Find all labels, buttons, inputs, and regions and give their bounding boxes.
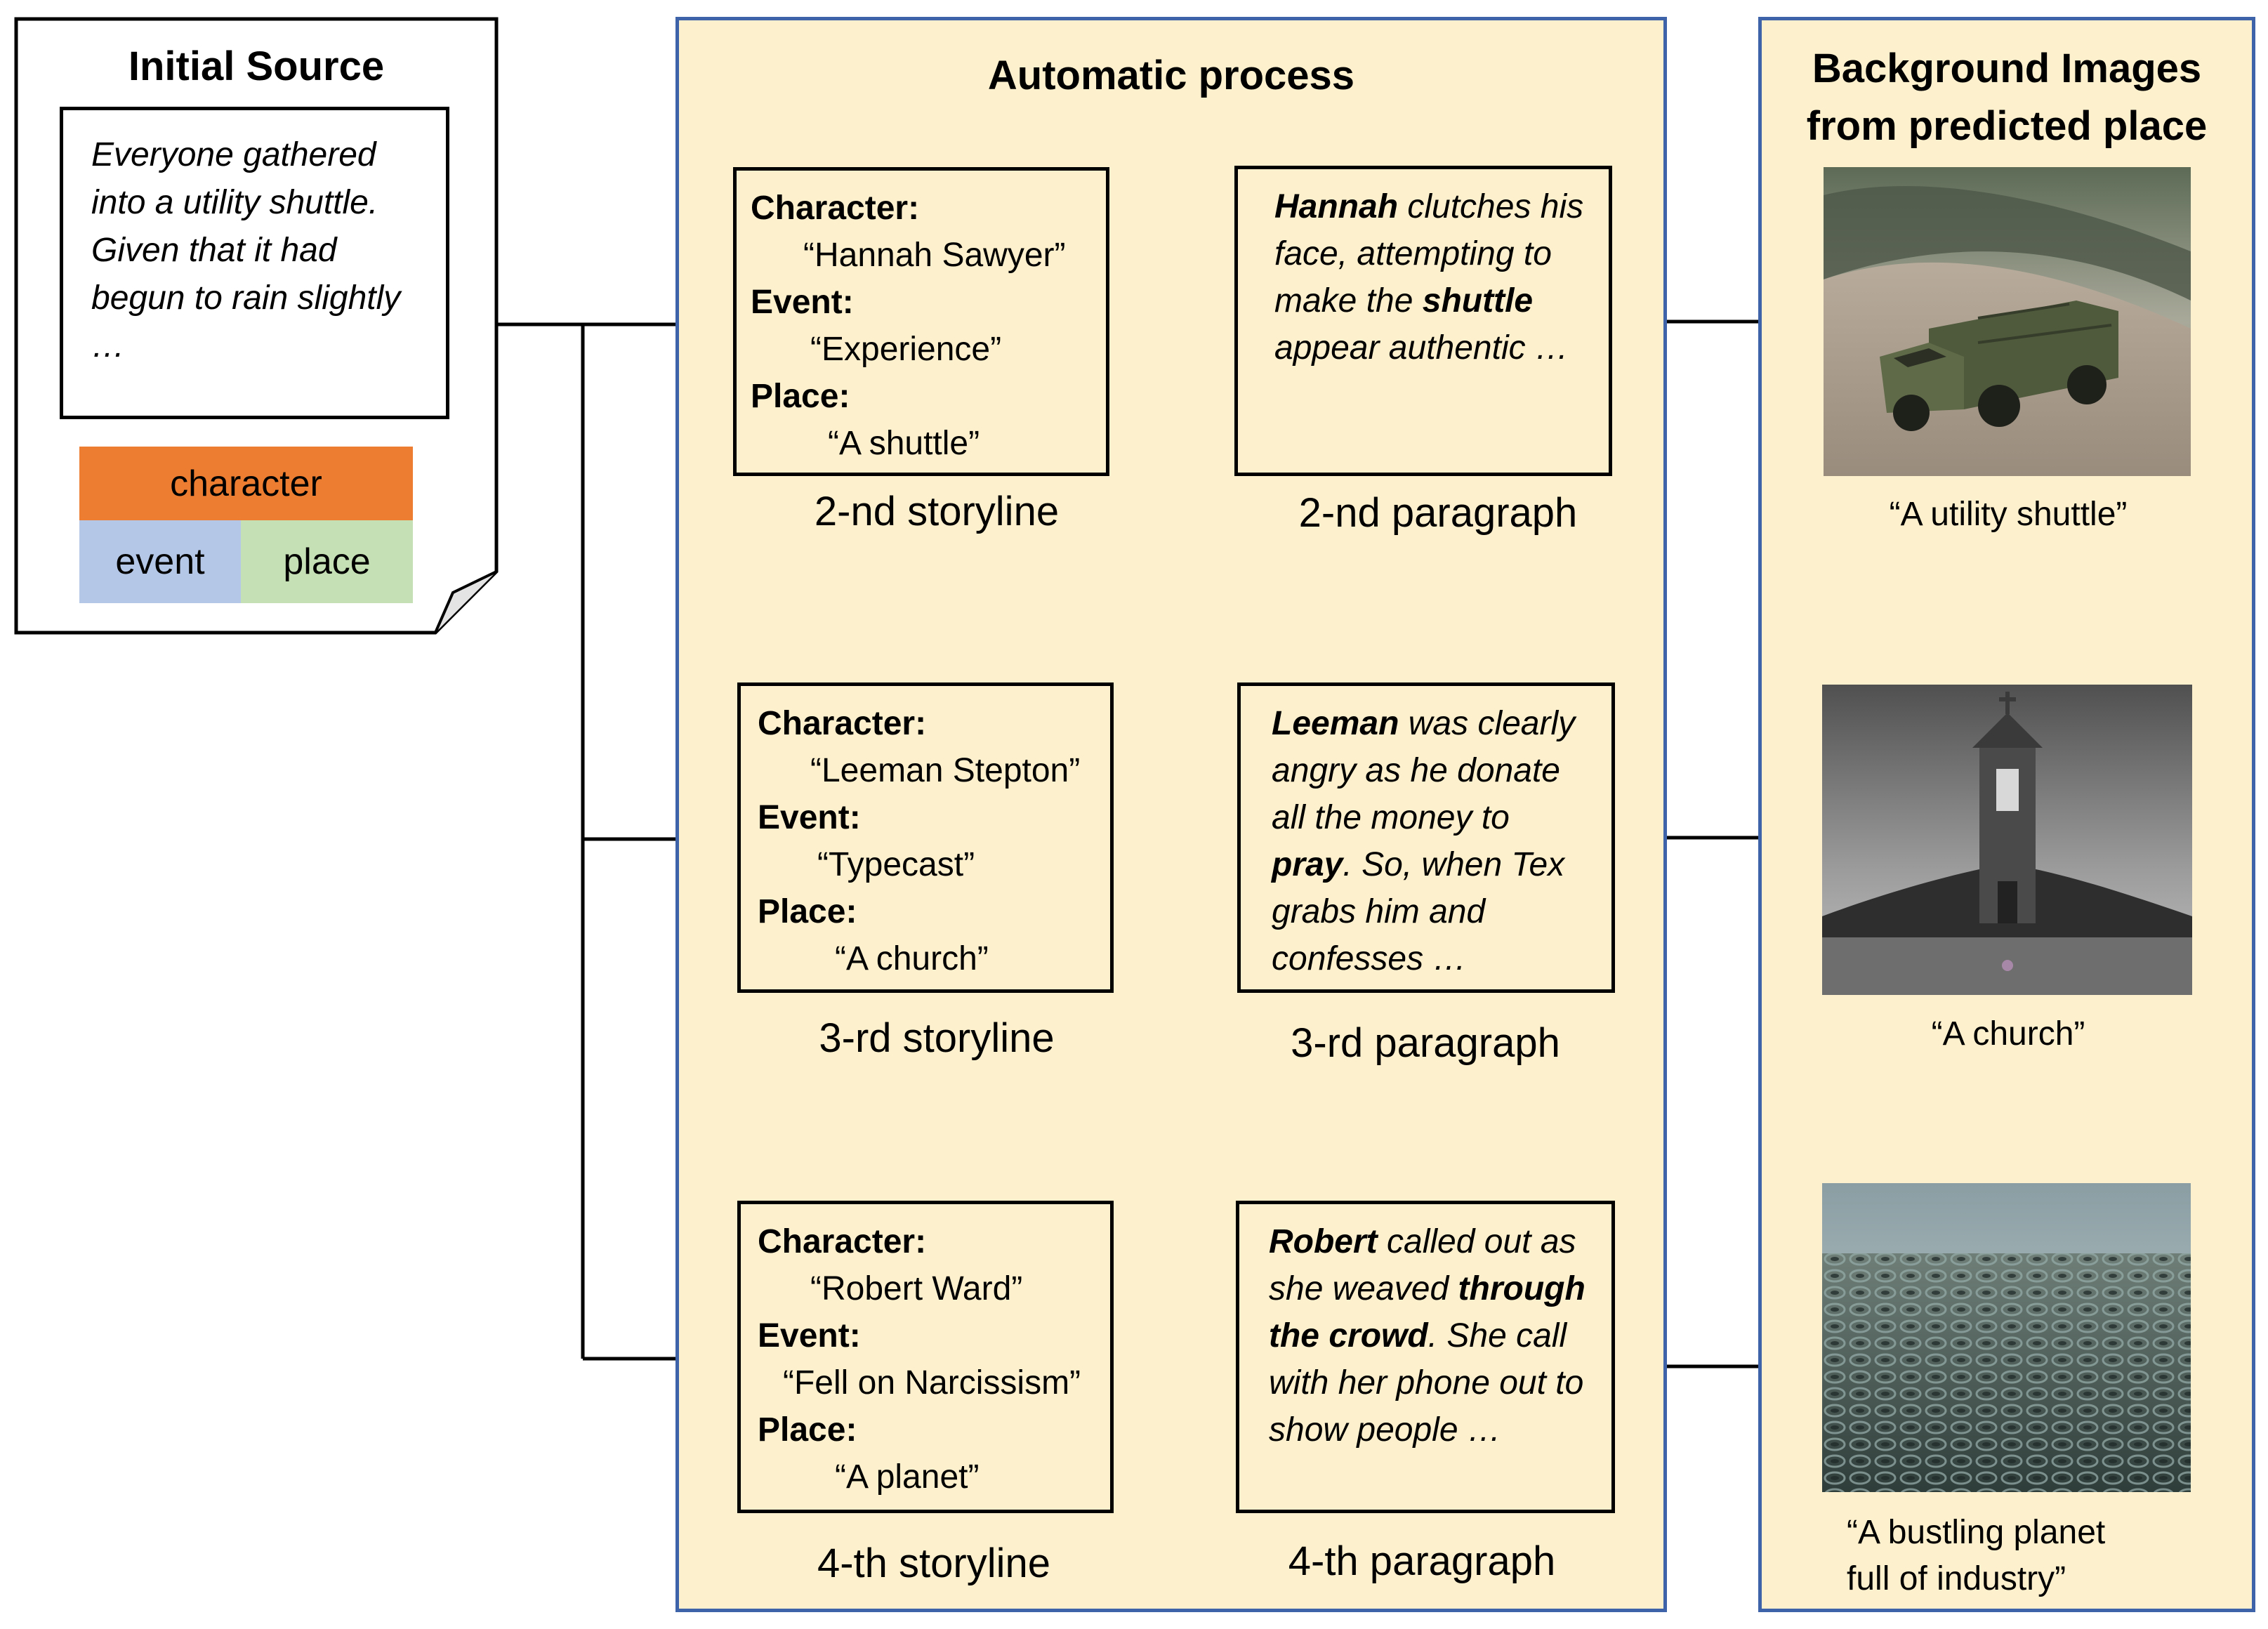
storyline-caption-2: 2-nd storyline: [814, 489, 1060, 534]
event-value: “Fell on Narcissism”: [783, 1364, 1081, 1402]
legend-event: event: [79, 520, 241, 603]
initial-source-title: Initial Source: [128, 44, 385, 89]
church-image: [1822, 685, 2192, 995]
industrial-planet-image: [1822, 1183, 2191, 1492]
event-value: “Experience”: [810, 331, 1002, 368]
background-images-title: Background Images from predicted place: [1762, 40, 2252, 155]
place-label: Place:: [751, 378, 850, 415]
character-label: Character:: [758, 1223, 927, 1260]
paragraph-caption-4: 4-th paragraph: [1288, 1538, 1556, 1584]
automatic-process-title: Automatic process: [987, 53, 1355, 98]
paragraph-segment: clutches his face, attempting to make th…: [1274, 188, 1584, 319]
event-value: “Typecast”: [817, 846, 975, 883]
place-label: Place:: [758, 893, 857, 930]
place-value: “A planet”: [835, 1458, 980, 1496]
place-label: Place:: [758, 1411, 857, 1449]
event-label: Event:: [751, 284, 854, 321]
storyline-caption-4: 4-th storyline: [817, 1541, 1051, 1586]
paragraph-bold-term: Leeman: [1272, 705, 1399, 742]
character-value: “Leeman Stepton”: [810, 752, 1081, 789]
paragraph-bold-term: through the crowd: [1269, 1270, 1585, 1354]
storyline-box-2: Character: “Hannah Sawyer” Event: “Exper…: [733, 167, 1109, 476]
paragraph-segment: appear authentic …: [1274, 329, 1569, 367]
paragraph-text-3: Leeman was clearly angry as he donate al…: [1272, 700, 1595, 982]
paragraph-text-2: Hannah clutches his face, attempting to …: [1274, 183, 1592, 371]
character-value: “Robert Ward”: [810, 1270, 1023, 1307]
storyline-caption-3: 3-rd storyline: [819, 1015, 1055, 1061]
paragraph-caption-2: 2-nd paragraph: [1298, 490, 1578, 536]
paragraph-box-2: Hannah clutches his face, attempting to …: [1234, 166, 1612, 476]
legend-place: place: [241, 520, 413, 603]
utility-shuttle-image: [1824, 167, 2191, 476]
event-label: Event:: [758, 1317, 861, 1354]
place-value: “A church”: [835, 940, 989, 977]
initial-source-document: Initial Source Everyone gathered into a …: [14, 17, 499, 635]
paragraph-bold-term: Robert: [1269, 1223, 1378, 1260]
paragraph-segment: . So, when Tex grabs him and confesses …: [1272, 846, 1565, 977]
paragraph-bold-term: Hannah: [1274, 188, 1399, 225]
paragraph-bold-term: shuttle: [1422, 282, 1534, 319]
paragraph-box-3: Leeman was clearly angry as he donate al…: [1237, 682, 1615, 993]
event-label: Event:: [758, 799, 861, 836]
character-label: Character:: [751, 190, 920, 227]
character-label: Character:: [758, 705, 927, 742]
initial-source-text: Everyone gathered into a utility shuttle…: [91, 136, 401, 364]
image-caption-1: “A utility shuttle”: [1889, 496, 2128, 533]
storyline-box-3: Character: “Leeman Stepton” Event: “Type…: [737, 682, 1114, 993]
paragraph-text-4: Robert called out as she weaved through …: [1269, 1218, 1595, 1453]
paragraph-segment: . She call with her phone out to show pe…: [1269, 1317, 1584, 1449]
character-value: “Hannah Sawyer”: [803, 237, 1066, 274]
initial-source-text-box: Everyone gathered into a utility shuttle…: [60, 107, 449, 419]
place-value: “A shuttle”: [828, 425, 980, 462]
paragraph-segment: was clearly angry as he donate all the m…: [1272, 705, 1576, 836]
paragraph-segment: called out as she weaved: [1269, 1223, 1576, 1307]
paragraph-box-4: Robert called out as she weaved through …: [1236, 1201, 1615, 1513]
image-caption-2: “A church”: [1931, 1015, 2085, 1053]
paragraph-bold-term: pray: [1272, 846, 1343, 883]
image-caption-3: “A bustling planet full of industry”: [1847, 1514, 2106, 1597]
legend-character: character: [79, 447, 413, 520]
storyline-box-4: Character: “Robert Ward” Event: “Fell on…: [737, 1201, 1114, 1513]
background-images-title-line2: from predicted place: [1806, 103, 2208, 149]
paragraph-caption-3: 3-rd paragraph: [1291, 1020, 1560, 1066]
background-images-title-line1: Background Images: [1812, 46, 2202, 91]
